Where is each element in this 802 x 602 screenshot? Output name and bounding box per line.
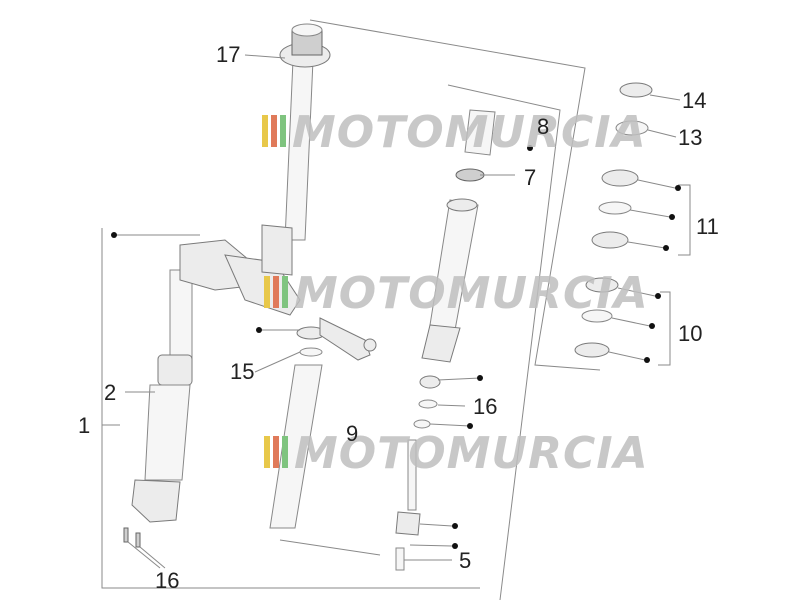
watermark-text-3: MOTOMURCIA — [294, 428, 649, 479]
callout-17: 17 — [216, 42, 240, 67]
washer-14b — [299, 347, 323, 357]
callout-7: 7 — [524, 165, 536, 190]
bushing — [419, 375, 441, 389]
watermark-logo-3: MOTOMURCIA — [264, 428, 649, 479]
reference-dots — [111, 145, 681, 549]
watermarks: MOTOMURCIA MOTOMURCIA MOTOMURCIA — [262, 107, 649, 479]
cup-11a — [601, 169, 639, 187]
cup-10a — [585, 277, 619, 293]
callout-14: 15 — [230, 359, 254, 384]
ring-15b — [413, 419, 431, 429]
watermark-text-1: MOTOMURCIA — [292, 107, 647, 158]
bolt-5 — [395, 547, 405, 571]
damper-rod — [407, 439, 417, 511]
headset-bearings — [574, 82, 653, 358]
fork-tube-upper — [169, 269, 193, 361]
fork-leg-right — [269, 109, 496, 571]
callout-9: 9 — [346, 421, 358, 446]
callout-15: 16 — [473, 394, 497, 419]
screw-16b — [135, 532, 141, 548]
leader-lines — [102, 54, 691, 569]
ring-15a — [418, 399, 438, 409]
assembly-frames — [101, 19, 601, 601]
callout-12: 13 — [678, 125, 702, 150]
callout-10: 10 — [678, 321, 702, 346]
cup-10b — [574, 342, 610, 358]
fork-collar — [157, 354, 193, 386]
screw-16a — [123, 527, 129, 543]
callout-5: 5 — [459, 548, 471, 573]
nut-13 — [619, 82, 653, 98]
cup-11b — [591, 231, 629, 249]
washer-12 — [615, 120, 649, 136]
spring-5 — [395, 511, 421, 536]
callout-8: 8 — [537, 114, 549, 139]
watermark-logo-2: MOTOMURCIA — [264, 268, 649, 319]
callout-1: 1 — [78, 413, 90, 438]
bearing-10 — [581, 309, 613, 323]
bearing-11 — [598, 201, 632, 215]
watermark-text-2: MOTOMURCIA — [294, 268, 649, 319]
frame-9 — [279, 539, 381, 556]
fork-slider — [144, 384, 191, 481]
screws-16 — [123, 527, 141, 548]
steering-stem — [261, 23, 331, 276]
callout-13: 14 — [682, 88, 706, 113]
frame-1 — [101, 228, 480, 589]
callout-2: 2 — [104, 380, 116, 405]
frame-8 — [309, 19, 601, 371]
stem-nut-cap — [291, 23, 323, 37]
bracket-9 — [319, 317, 371, 361]
callout-11: 11 — [696, 214, 719, 239]
bolt-9 — [363, 338, 377, 352]
upper-tube-right — [464, 109, 496, 156]
fork-foot — [131, 479, 181, 523]
callout-labels: 17 1 2 7 8 9 15 16 5 14 13 11 10 16 — [78, 42, 719, 593]
stem-lower — [261, 224, 293, 276]
frame-inner — [447, 84, 561, 601]
watermark-logo-1: MOTOMURCIA — [262, 107, 647, 158]
fork-leg-left — [131, 239, 301, 523]
seal-7 — [455, 168, 485, 182]
callout-16: 16 — [155, 568, 179, 593]
fork-tube-right — [269, 364, 323, 529]
inner-tube-foot — [421, 324, 461, 363]
inner-tube-top — [446, 198, 478, 212]
